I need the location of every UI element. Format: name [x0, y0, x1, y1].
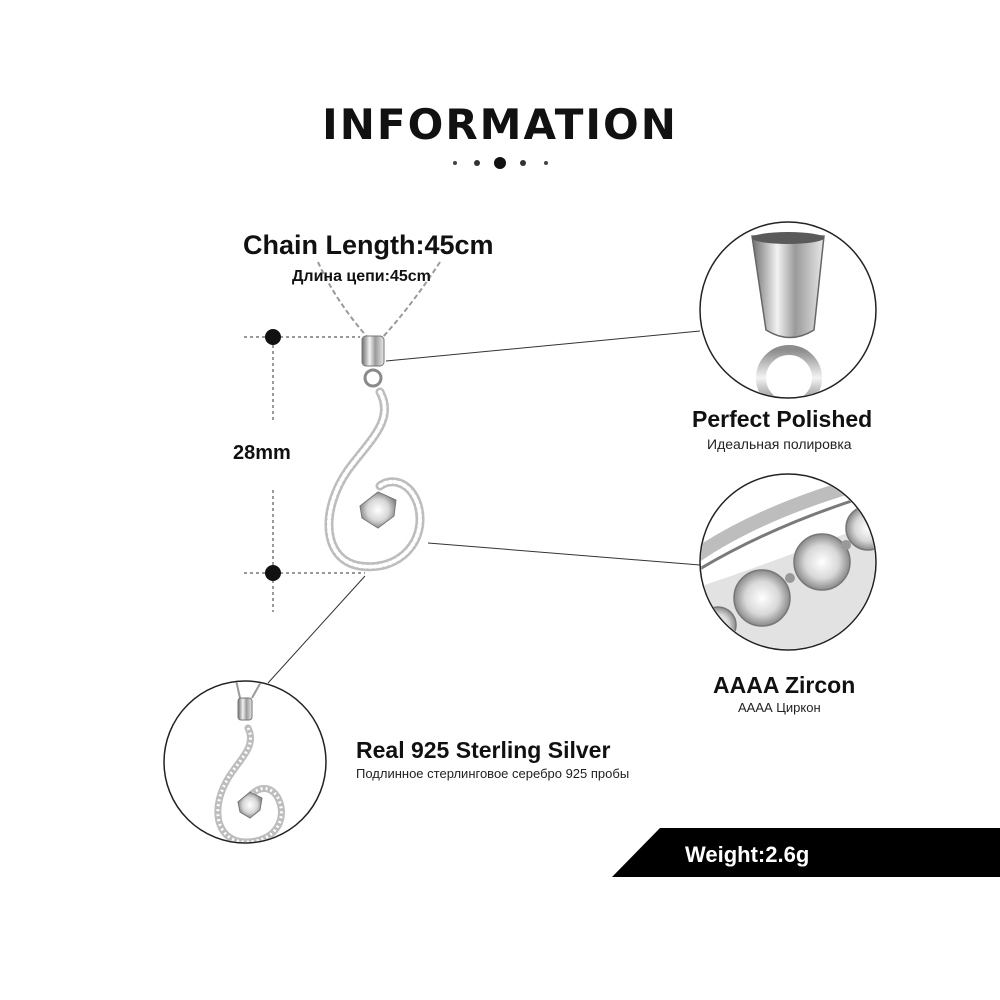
pendant-bail	[361, 335, 385, 388]
silver-feature-title: Real 925 Sterling Silver	[356, 737, 611, 763]
dimension-top-dot	[265, 329, 281, 345]
page-title: INFORMATION	[322, 100, 678, 149]
polished-detail-circle	[699, 221, 877, 399]
zircon-feature-subtitle: АААА Циркон	[738, 700, 821, 715]
callout-lines	[267, 330, 701, 684]
chain-length-label-ru: Длина цепи:45cm	[292, 268, 431, 285]
chain-length-label: Chain Length:45cm	[243, 230, 494, 260]
weight-label: Weight:2.6g	[685, 842, 810, 867]
dimension-bottom-dot	[265, 565, 281, 581]
zircon-feature-title: AAAA Zircon	[713, 672, 856, 698]
weight-banner	[612, 828, 1000, 877]
polished-feature-title: Perfect Polished	[692, 406, 873, 432]
heart-gem	[359, 491, 397, 529]
title-divider-dots	[453, 157, 548, 169]
pendant-overview-circle	[163, 680, 327, 844]
silver-feature-subtitle: Подлинное стерлинговое серебро 925 пробы	[356, 766, 630, 781]
necklace-chain	[317, 261, 441, 339]
polished-feature-subtitle: Идеальная полировка	[707, 436, 852, 452]
pendant-swirl	[324, 387, 425, 572]
zircon-detail-circle	[699, 473, 877, 651]
pendant-size-label: 28mm	[233, 442, 291, 464]
size-dimension-lines	[244, 336, 365, 612]
